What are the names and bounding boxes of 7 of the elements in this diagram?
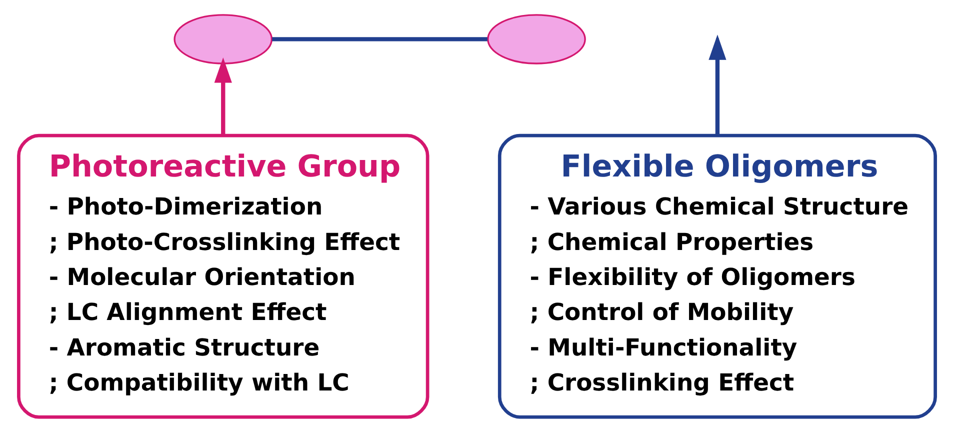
node-box: Flexible Oligomers - Various Chemical Structure ; Chemical Properties - Flexibility of Oligomers ; Control of Mobility - Multi-Functionality ; Crosslinking Effect xyxy=(498,134,937,419)
connector xyxy=(272,37,488,42)
node-box: Photoreactive Group - Photo-Dimerization ; Photo-Crosslinking Effect - Molecular Orientation ; LC Alignment Effect - Aromatic Structure ; Compatibility with LC xyxy=(17,134,430,419)
arrow xyxy=(214,58,232,136)
arrow xyxy=(708,34,726,136)
node-ellipse xyxy=(487,14,586,64)
node-ellipse xyxy=(174,14,273,64)
